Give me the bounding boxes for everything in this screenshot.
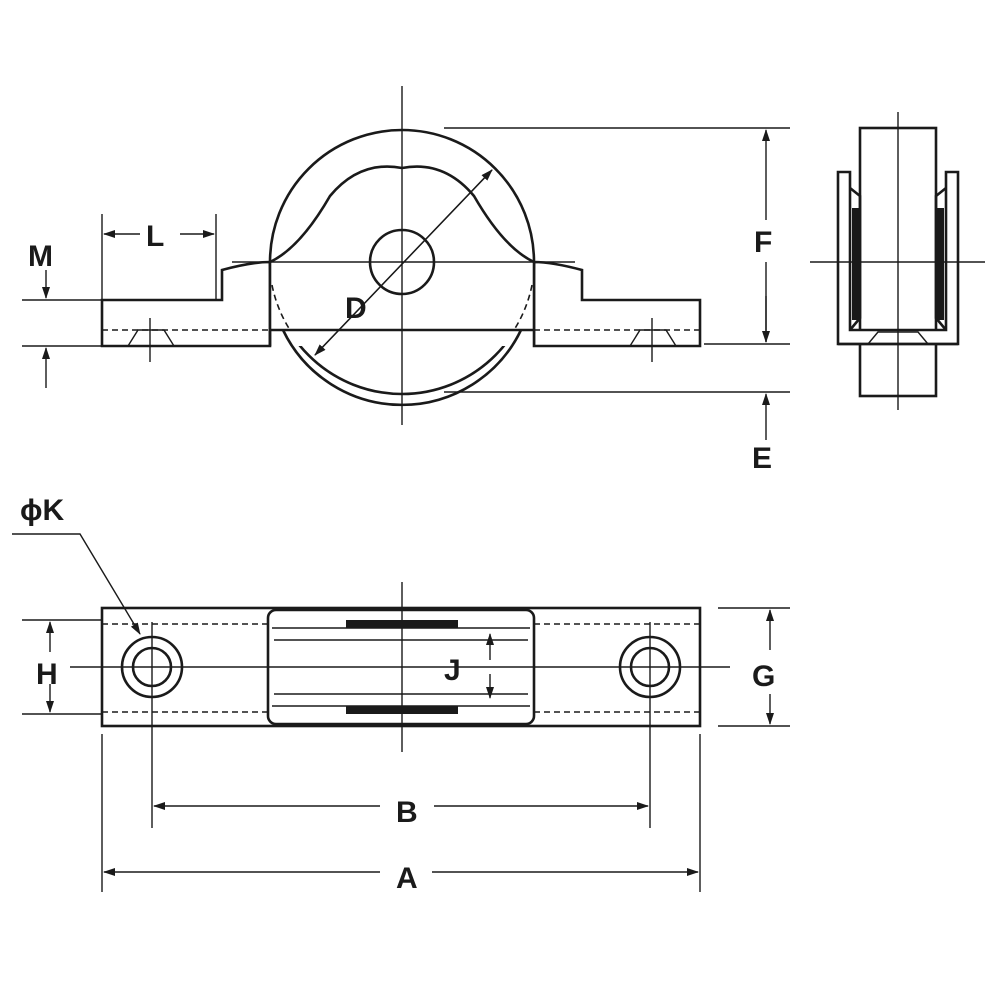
label-d: D — [345, 292, 367, 325]
front-view: D L M F E — [22, 86, 790, 475]
label-m: M — [28, 240, 53, 273]
label-h: H — [36, 658, 58, 691]
label-k: ϕK — [20, 494, 64, 527]
label-j: J — [444, 654, 461, 687]
label-b: B — [396, 796, 418, 829]
base-plate-right — [532, 260, 702, 348]
label-g: G — [752, 660, 775, 693]
label-a: A — [396, 862, 418, 895]
base-plate — [100, 260, 272, 348]
label-f: F — [754, 226, 772, 259]
label-l: L — [146, 220, 164, 253]
side-view — [810, 112, 985, 410]
top-view: J H G ϕK B A — [12, 494, 790, 895]
label-e: E — [752, 442, 772, 475]
